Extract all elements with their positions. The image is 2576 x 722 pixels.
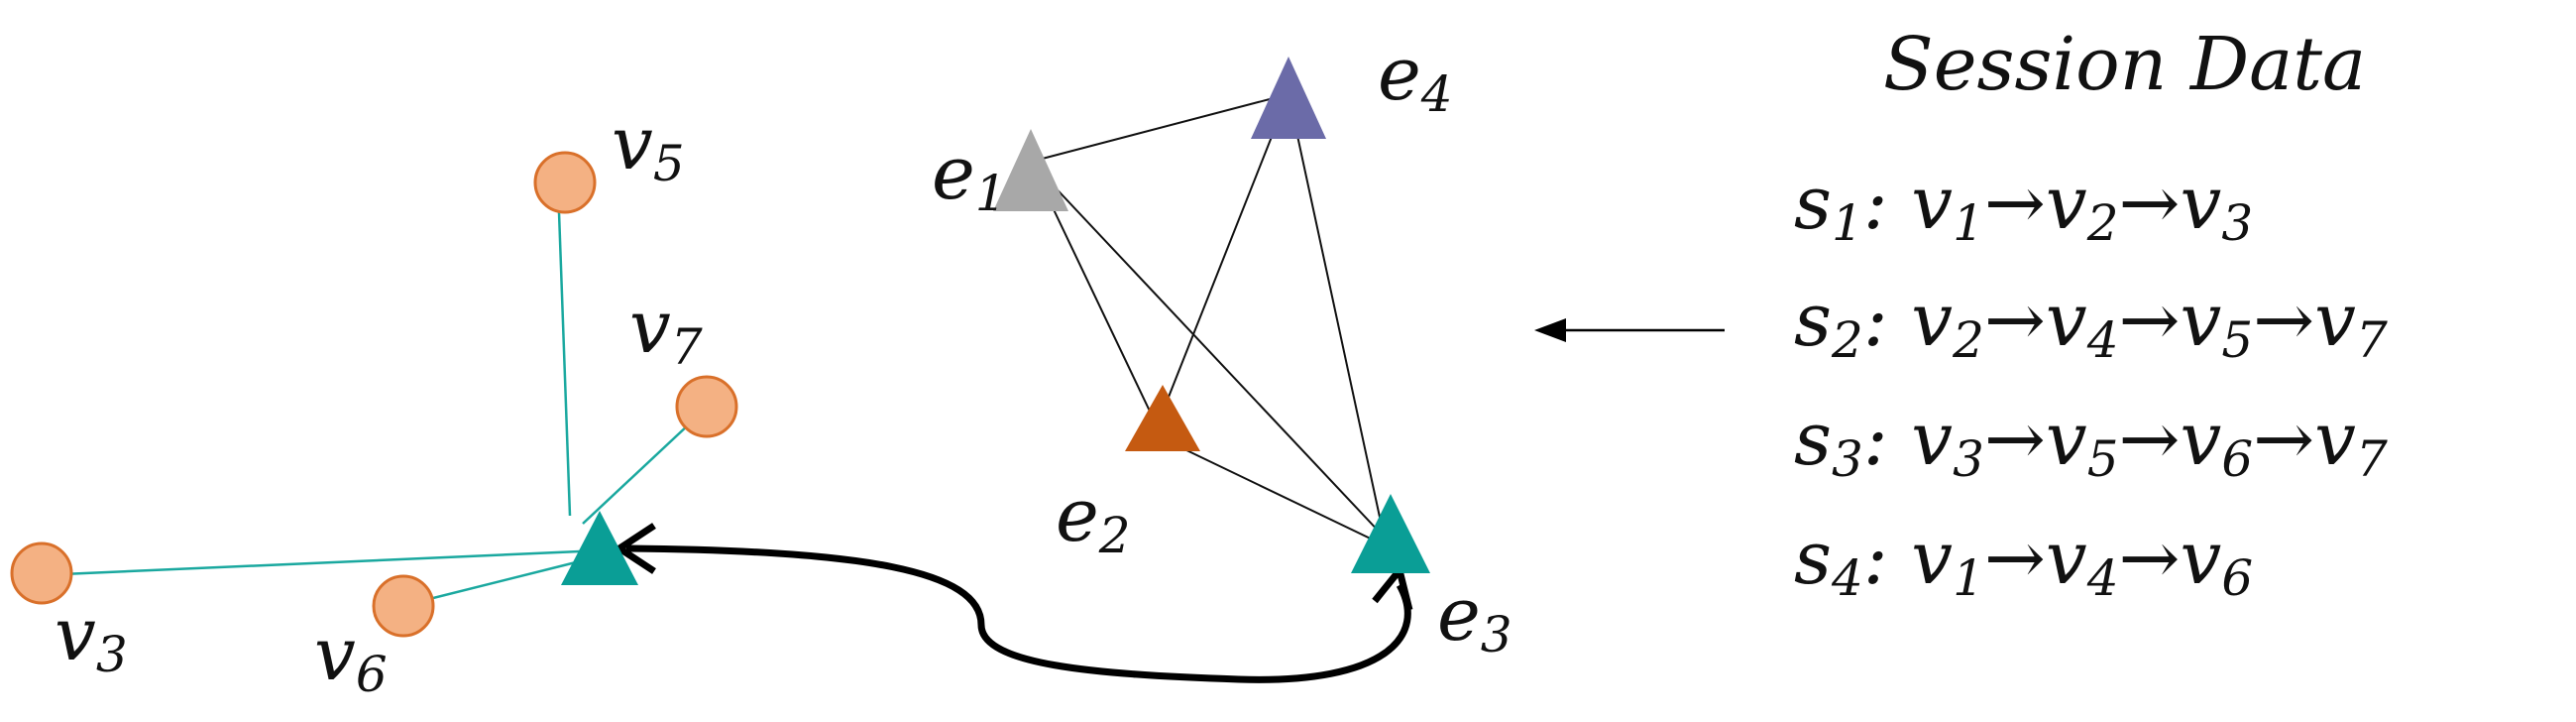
arrow-symbol: → — [1984, 516, 2046, 601]
item-base: v — [1888, 516, 1954, 601]
item-base: v — [2046, 397, 2087, 482]
edge-hub-v5 — [556, 183, 572, 517]
label-e2: e2 — [1056, 473, 1131, 564]
item-base: v — [2046, 516, 2087, 601]
label-e4: e4 — [1378, 32, 1453, 123]
session-row: s2: v2→v4→v5→v7 — [1794, 278, 2388, 369]
item-base: v — [2181, 397, 2222, 482]
session-id-base: s — [1794, 397, 1832, 482]
curved-arrow-head-left — [613, 523, 656, 574]
label-v5: v5 — [612, 101, 685, 192]
item-sub: 1 — [1953, 549, 1984, 607]
item-sub: 7 — [2356, 430, 2388, 488]
arrow-symbol: → — [2253, 397, 2314, 482]
label-v6: v6 — [314, 612, 388, 703]
curved-arrow — [625, 544, 1411, 683]
session-id-sub: 1 — [1832, 194, 1863, 252]
session-id-sub: 4 — [1831, 549, 1863, 607]
item-sub: 5 — [2087, 430, 2119, 488]
item-sub: 6 — [2221, 549, 2253, 607]
session-row: s3: v3→v5→v6→v7 — [1794, 397, 2388, 488]
edge-e1-e3 — [1030, 161, 1384, 537]
item-sub: 1 — [1953, 194, 1984, 252]
session-id-base: s — [1794, 161, 1832, 246]
item-sub: 5 — [2221, 311, 2253, 369]
session-row: s1: v1→v2→v3 — [1794, 161, 2253, 252]
arrow-symbol: → — [1984, 397, 2046, 482]
arrow-symbol: → — [2253, 278, 2314, 363]
label-e1: e1 — [932, 131, 1007, 222]
session-id-base: s — [1794, 516, 1832, 601]
session-colon: : — [1863, 516, 1888, 601]
session-colon: : — [1863, 278, 1888, 363]
edge-e2-e3 — [1157, 435, 1382, 544]
node-v5 — [533, 151, 597, 214]
arrow-symbol: → — [2119, 397, 2181, 482]
item-base: v — [1888, 161, 1954, 246]
item-base: v — [2314, 278, 2356, 363]
item-base: v — [1888, 397, 1954, 482]
session-id-base: s — [1794, 278, 1832, 363]
straight-arrow-head — [1534, 318, 1566, 342]
item-sub: 7 — [2356, 311, 2388, 369]
item-base: v — [2314, 397, 2356, 482]
entity-e3-triangle — [1351, 494, 1430, 573]
item-sub: 3 — [2221, 194, 2253, 252]
entity-e4-triangle — [1251, 57, 1326, 139]
session-id-sub: 3 — [1832, 430, 1863, 488]
edge-e4-e2 — [1157, 93, 1289, 425]
edge-hub-v3 — [39, 549, 581, 577]
arrow-symbol: → — [2119, 278, 2181, 363]
label-v3: v3 — [55, 592, 128, 683]
item-base: v — [2046, 161, 2087, 246]
label-v7: v7 — [629, 285, 703, 376]
session-colon: : — [1863, 161, 1888, 246]
item-sub: 2 — [1952, 311, 1984, 369]
arrow-symbol: → — [2119, 161, 2181, 246]
node-v6 — [372, 574, 435, 638]
hub-entity-triangle — [561, 511, 638, 585]
item-base: v — [2181, 516, 2222, 601]
arrow-symbol: → — [1984, 161, 2046, 246]
session-colon: : — [1863, 397, 1888, 482]
entity-e1-triangle — [993, 129, 1068, 211]
session-row: s4: v1→v4→v6 — [1794, 516, 2253, 607]
entity-e2-triangle — [1125, 385, 1200, 451]
edge-e1-e4 — [1030, 93, 1289, 163]
item-sub: 2 — [2086, 194, 2119, 252]
label-e3: e3 — [1437, 572, 1512, 663]
session-title: Session Data — [1883, 22, 2366, 107]
item-base: v — [2046, 278, 2087, 363]
arrow-symbol: → — [1984, 278, 2046, 363]
item-sub: 6 — [2221, 430, 2253, 488]
item-nodes — [10, 151, 738, 638]
item-base: v — [1888, 278, 1954, 363]
item-base: v — [2181, 161, 2222, 246]
item-sub: 4 — [2086, 549, 2119, 607]
item-sub: 3 — [1953, 430, 1984, 488]
arrow-symbol: → — [2119, 516, 2181, 601]
session-id-sub: 2 — [1831, 311, 1863, 369]
item-sub: 4 — [2086, 311, 2119, 369]
node-v7 — [675, 375, 738, 438]
item-base: v — [2181, 278, 2222, 363]
edge-e4-e3 — [1288, 93, 1382, 523]
node-v3 — [10, 542, 73, 605]
